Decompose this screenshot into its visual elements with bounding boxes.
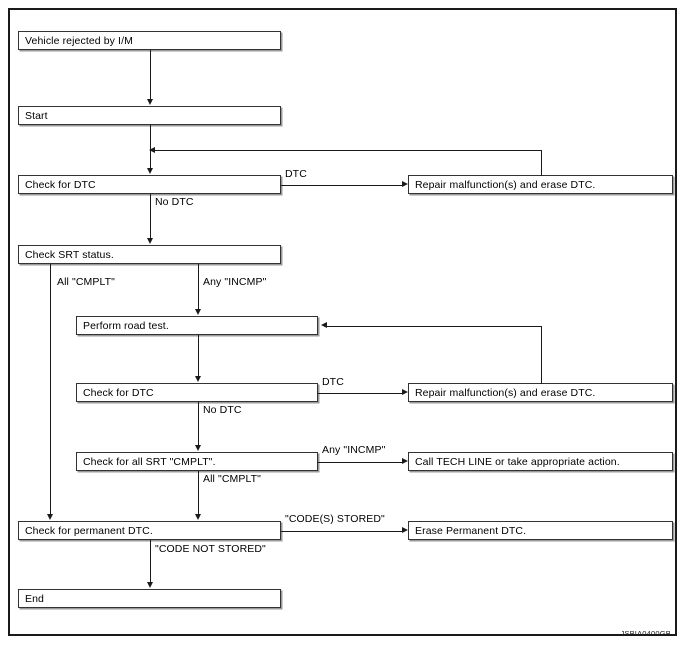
edge-label-any-incmp-1: Any "INCMP"	[203, 276, 267, 288]
loop2-horizontal	[327, 326, 542, 327]
figure-id-code: JSBIA0400GB	[620, 629, 671, 638]
arrowhead-down	[195, 514, 201, 520]
node-perform-road-test: Perform road test.	[76, 316, 318, 335]
node-label: Start	[25, 109, 48, 122]
node-check-dtc-2: Check for DTC	[76, 383, 318, 402]
arrowhead-left	[149, 147, 155, 153]
edge-label-dtc-1: DTC	[285, 168, 307, 180]
arrowhead-left	[321, 322, 327, 328]
figure-border	[8, 8, 677, 636]
node-label: End	[25, 592, 44, 605]
arrowhead-down	[147, 168, 153, 174]
connector-vehicle-to-start	[150, 50, 151, 100]
node-repair-2: Repair malfunction(s) and erase DTC.	[408, 383, 673, 402]
connector-srt-any-incmp	[198, 264, 199, 310]
node-label: Check for all SRT "CMPLT".	[83, 455, 216, 468]
loop2-vertical	[541, 326, 542, 384]
arrowhead-right	[402, 458, 408, 464]
node-check-dtc-1: Check for DTC	[18, 175, 281, 194]
node-check-all-srt: Check for all SRT "CMPLT".	[76, 452, 318, 471]
connector-srt-all-cmplt	[50, 264, 51, 515]
node-check-srt-status: Check SRT status.	[18, 245, 281, 264]
node-erase-permanent-dtc: Erase Permanent DTC.	[408, 521, 673, 540]
connector-dtc-2-to-repair-2	[318, 393, 403, 394]
node-check-permanent-dtc: Check for permanent DTC.	[18, 521, 281, 540]
edge-label-no-dtc-2: No DTC	[203, 404, 242, 416]
node-label: Repair malfunction(s) and erase DTC.	[415, 178, 596, 191]
edge-label-all-cmplt-2: All "CMPLT"	[203, 473, 261, 485]
connector-road-test-to-dtc-2	[198, 335, 199, 377]
loop1-horizontal	[154, 150, 542, 151]
arrowhead-down	[147, 99, 153, 105]
node-label: Check for DTC	[25, 178, 96, 191]
arrowhead-down	[147, 238, 153, 244]
edge-label-dtc-2: DTC	[322, 376, 344, 388]
connector-dtc-1-to-repair-1	[281, 185, 403, 186]
connector-dtc-2-to-all-srt	[198, 402, 199, 446]
connector-dtc-1-to-srt	[150, 194, 151, 239]
loop1-vertical	[541, 150, 542, 176]
arrowhead-down	[195, 376, 201, 382]
edge-label-codes-stored: "CODE(S) STORED"	[285, 513, 385, 525]
arrowhead-down	[47, 514, 53, 520]
connector-permanent-dtc-to-erase	[281, 531, 403, 532]
node-label: Call TECH LINE or take appropriate actio…	[415, 455, 620, 468]
edge-label-no-dtc-1: No DTC	[155, 196, 194, 208]
node-label: Check for permanent DTC.	[25, 524, 153, 537]
node-label: Perform road test.	[83, 319, 169, 332]
arrowhead-down	[195, 445, 201, 451]
connector-all-srt-to-tech-line	[318, 462, 403, 463]
node-end: End	[18, 589, 281, 608]
edge-label-any-incmp-2: Any "INCMP"	[322, 444, 386, 456]
node-label: Check for DTC	[83, 386, 154, 399]
edge-label-all-cmplt-1: All "CMPLT"	[57, 276, 115, 288]
arrowhead-right	[402, 389, 408, 395]
node-repair-1: Repair malfunction(s) and erase DTC.	[408, 175, 673, 194]
arrowhead-right	[402, 527, 408, 533]
connector-all-srt-to-permanent-dtc	[198, 471, 199, 515]
edge-label-code-not-stored: "CODE NOT STORED"	[155, 543, 266, 555]
node-label: Erase Permanent DTC.	[415, 524, 527, 537]
arrowhead-down	[195, 309, 201, 315]
connector-permanent-dtc-to-end	[150, 540, 151, 583]
arrowhead-right	[402, 181, 408, 187]
arrowhead-down	[147, 582, 153, 588]
node-label: Vehicle rejected by I/M	[25, 34, 133, 47]
node-label: Check SRT status.	[25, 248, 114, 261]
node-call-tech-line: Call TECH LINE or take appropriate actio…	[408, 452, 673, 471]
node-label: Repair malfunction(s) and erase DTC.	[415, 386, 596, 399]
node-vehicle-rejected: Vehicle rejected by I/M	[18, 31, 281, 50]
node-start: Start	[18, 106, 281, 125]
